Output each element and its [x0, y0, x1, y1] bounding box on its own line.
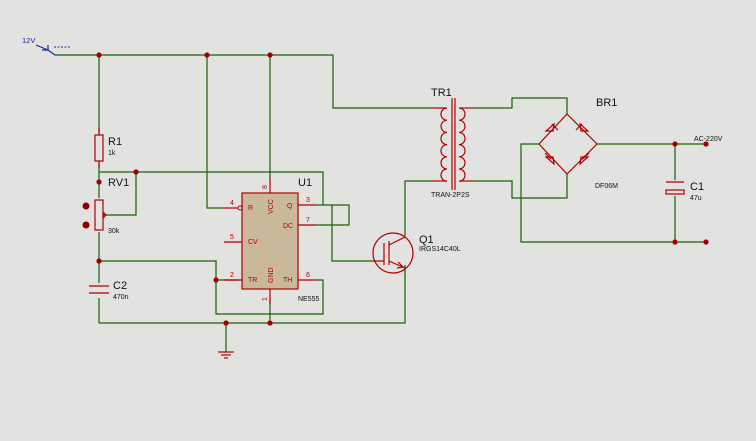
- wire-ground-rail: [99, 265, 406, 324]
- u1-pin-num-r: 4: [230, 200, 234, 207]
- wire-12v-rail: [55, 54, 432, 109]
- br1-diode: [544, 122, 559, 132]
- r1-body: [94, 134, 104, 162]
- power-terminal-12v[interactable]: 12V: [22, 36, 70, 56]
- junction-dot: [267, 52, 273, 58]
- u1-label-q: Q: [287, 203, 293, 210]
- c2-ref: C2: [113, 280, 127, 292]
- u1-pin-num-vcc: 8: [262, 185, 269, 189]
- u1-ref: U1: [298, 177, 312, 189]
- transistor-q1[interactable]: Q1 IRGS14C40L: [372, 232, 461, 274]
- junction-dot: [96, 258, 102, 264]
- junction-dot: [133, 169, 139, 175]
- tr1-secondary-coil: [458, 107, 466, 182]
- u1-body: [241, 192, 299, 290]
- u1-pin-num-th: 6: [306, 272, 310, 279]
- br1-part: DF06M: [595, 183, 618, 190]
- br1-body: [538, 113, 598, 175]
- u1-label-r: R: [248, 205, 253, 212]
- u1-label-th: TH: [283, 277, 292, 284]
- wire-primary-collector: [404, 180, 432, 236]
- ground-symbol: [218, 351, 234, 359]
- wire-rv1-wiper: [99, 171, 137, 216]
- q1-emitter-arrow: [396, 261, 405, 269]
- q1-part: IRGS14C40L: [419, 246, 461, 253]
- tr1-primary-coil: [440, 107, 448, 182]
- br1-ref: BR1: [596, 97, 617, 109]
- resistor-r1[interactable]: R1 1k: [94, 128, 122, 168]
- r1-value: 1k: [108, 150, 116, 157]
- br1-diode: [579, 152, 590, 166]
- junction-dot: [213, 277, 219, 283]
- q1-collector: [388, 236, 406, 246]
- u1-pin-num-q: 3: [306, 197, 310, 204]
- capacitor-c2[interactable]: C2 470n: [89, 280, 129, 301]
- wire-bridge-minus: [520, 143, 706, 243]
- rv1-adjust-down[interactable]: [82, 202, 90, 210]
- capacitor-c1[interactable]: C1 47u: [665, 181, 704, 202]
- u1-pin-num-gnd: 1: [262, 297, 269, 301]
- potentiometer-rv1[interactable]: RV1 30k: [82, 177, 130, 235]
- c1-ref: C1: [690, 181, 704, 193]
- r1-ref: R1: [108, 136, 122, 148]
- junction-dot: [267, 320, 273, 326]
- u1-label-dc: DC: [283, 223, 293, 230]
- junction-dot: [672, 141, 678, 147]
- c1-value: 47u: [690, 195, 702, 202]
- u1-pin-num-dc: 7: [306, 217, 310, 224]
- wires: [55, 54, 706, 352]
- terminal-dot: [703, 141, 709, 147]
- q1-ref: Q1: [419, 234, 434, 246]
- br1-diode: [544, 152, 555, 166]
- u1-pin-num-tr: 2: [230, 272, 234, 279]
- u1-label-cv: CV: [248, 239, 258, 246]
- terminal-dot: [703, 239, 709, 245]
- wire-sec-top: [474, 97, 568, 114]
- br1-diode: [575, 122, 590, 132]
- wire-reset: [206, 55, 224, 209]
- u1-part: NE555: [298, 296, 320, 303]
- output-label: AC-220V: [694, 136, 723, 143]
- power-label: 12V: [22, 36, 35, 45]
- rv1-value: 30k: [108, 228, 120, 235]
- rv1-wiper-arrow: [103, 211, 107, 219]
- u1-label-tr: TR: [248, 277, 257, 284]
- wire-q-gate: [331, 205, 374, 262]
- u1-pin-r-bubble: [237, 205, 243, 211]
- rv1-ref: RV1: [108, 177, 129, 189]
- wire-sec-bottom: [474, 174, 568, 199]
- tr1-part: TRAN-2P2S: [431, 192, 470, 199]
- rv1-adjust-up[interactable]: [82, 221, 90, 229]
- wire-tr-th: [99, 260, 324, 315]
- rv1-body: [94, 199, 104, 231]
- junction-dot: [96, 52, 102, 58]
- junction-dot: [204, 52, 210, 58]
- c1-plate-polarized: [665, 189, 685, 195]
- q1-body: [372, 232, 414, 274]
- junction-dot: [223, 320, 229, 326]
- transformer-tr1[interactable]: TR1 TRAN-2P2S: [431, 87, 474, 199]
- u1-label-gnd: GND: [268, 267, 275, 283]
- c2-value: 470n: [113, 294, 129, 301]
- junction-dot: [96, 179, 102, 185]
- tr1-ref: TR1: [431, 87, 452, 99]
- junction-dot: [672, 239, 678, 245]
- bridge-rectifier-br1[interactable]: BR1 DF06M: [538, 97, 618, 190]
- u1-pin-num-cv: 5: [230, 234, 234, 241]
- ic-u1-ne555[interactable]: R CV TR Q DC TH VCC GND 4 5 2 3 7 6 8 1 …: [224, 177, 320, 304]
- junctions: [96, 52, 709, 326]
- wire-top-loop: [136, 171, 324, 205]
- power-terminal-arrow: [42, 45, 49, 51]
- u1-label-vcc: VCC: [268, 199, 275, 214]
